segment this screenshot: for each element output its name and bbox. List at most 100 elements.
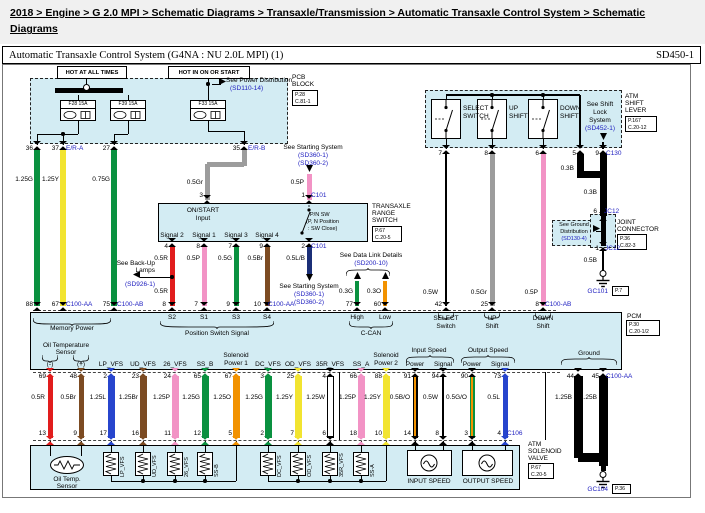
label: Sensor: [55, 349, 77, 356]
label: 4: [164, 243, 168, 250]
wire: [504, 441, 506, 450]
label: Low: [379, 314, 391, 321]
label: (P, N Position: [306, 219, 339, 225]
label: 7: [228, 243, 232, 250]
label: 27: [102, 145, 110, 152]
label: 0.5Gr: [186, 179, 203, 186]
label: 60: [373, 301, 381, 308]
wire: [357, 376, 365, 438]
label: 1.25Y: [42, 176, 59, 183]
label: (SD452-1): [585, 125, 615, 132]
label: 65: [193, 373, 201, 380]
wire: [445, 154, 447, 306]
label: SWITCH: [463, 113, 489, 120]
label: 0.5G: [217, 255, 232, 262]
connector-dashline: [33, 372, 560, 373]
label: TRANSAXLE: [372, 203, 411, 210]
label: 1: [595, 245, 599, 252]
breadcrumb[interactable]: 2018 > Engine > G 2.0 MPI > Schematic Di…: [10, 7, 646, 36]
wire: [110, 476, 112, 481]
reference-text: P.67: [375, 228, 386, 234]
label: LP_VFS: [98, 361, 124, 368]
connector-chevron-icon: [109, 141, 119, 150]
label: 44: [566, 373, 574, 380]
page-title: Automatic Transaxle Control System (G4NA…: [9, 50, 284, 61]
wire: [80, 441, 82, 456]
wire: [127, 121, 129, 134]
connector-dashline: [33, 310, 556, 311]
wire: [174, 441, 176, 452]
connector-chevron-icon: [575, 145, 585, 154]
label: 66: [349, 373, 357, 380]
junction-dot: [170, 275, 174, 279]
connector-chevron-icon: [76, 368, 86, 377]
connector-chevron-icon: [538, 302, 548, 311]
wire: [113, 134, 115, 145]
reference-box: P.36: [612, 484, 631, 494]
wire: [207, 121, 209, 131]
label: LEVER: [625, 107, 647, 114]
reference-text: C.20-5: [375, 234, 391, 241]
label: OD_VFS: [284, 361, 312, 368]
wire: [139, 376, 147, 438]
wire: [338, 372, 340, 440]
brace-icon: [33, 318, 111, 326]
pcm-box: [30, 312, 622, 370]
label: C101: [311, 243, 327, 250]
label: Oil Temperature: [42, 342, 90, 349]
label: C106: [507, 430, 523, 437]
label: 9: [259, 243, 263, 250]
wire: [326, 376, 334, 438]
wire: [60, 150, 66, 306]
label: 8: [535, 301, 539, 308]
label: 73: [493, 373, 501, 380]
label: Solenoid: [223, 352, 249, 359]
label: 2: [103, 373, 107, 380]
wire: [442, 441, 444, 450]
label: 3: [464, 430, 468, 437]
connector-chevron-icon: [438, 368, 448, 377]
reference-text: P.7: [615, 288, 623, 294]
wire: [579, 95, 581, 148]
label: 90: [460, 373, 468, 380]
connector-chevron-icon: [262, 238, 272, 247]
connector-chevron-icon: [231, 368, 241, 377]
wire: [599, 154, 607, 216]
label: 1.25W: [306, 394, 325, 401]
connector-chevron-icon: [262, 302, 272, 311]
connector-chevron-icon: [500, 436, 510, 445]
label: (SD200-10): [354, 260, 388, 267]
wire: [232, 376, 240, 438]
junction-dot: [173, 479, 177, 483]
label: Position Switch Signal: [185, 330, 249, 337]
label: 25: [286, 373, 294, 380]
label: 5: [228, 430, 232, 437]
wire: [602, 250, 604, 271]
wire: [360, 441, 362, 452]
label: (-): [46, 361, 54, 368]
label: 9: [226, 301, 230, 308]
connector-chevron-icon: [304, 238, 314, 247]
transaxle-range-switch-box: [158, 203, 368, 242]
label: 36: [25, 145, 33, 152]
wire: [204, 476, 206, 481]
wire: [142, 441, 144, 452]
label: C100-AA: [268, 301, 295, 308]
solenoid-coil-icon: [135, 452, 151, 476]
solenoid-coil-label: UD_VFS: [152, 455, 158, 477]
label: JC12: [605, 245, 621, 252]
wire: [329, 441, 331, 452]
connector-dashline: [33, 440, 512, 441]
brace-icon: [561, 357, 617, 365]
label: RANGE: [372, 210, 396, 217]
label: S1: [200, 314, 208, 321]
arrow-icon: [599, 132, 607, 140]
label: Power 2: [374, 360, 398, 367]
connector-chevron-icon: [381, 436, 391, 445]
label: 69: [38, 373, 46, 380]
connector-chevron-icon: [325, 436, 335, 445]
